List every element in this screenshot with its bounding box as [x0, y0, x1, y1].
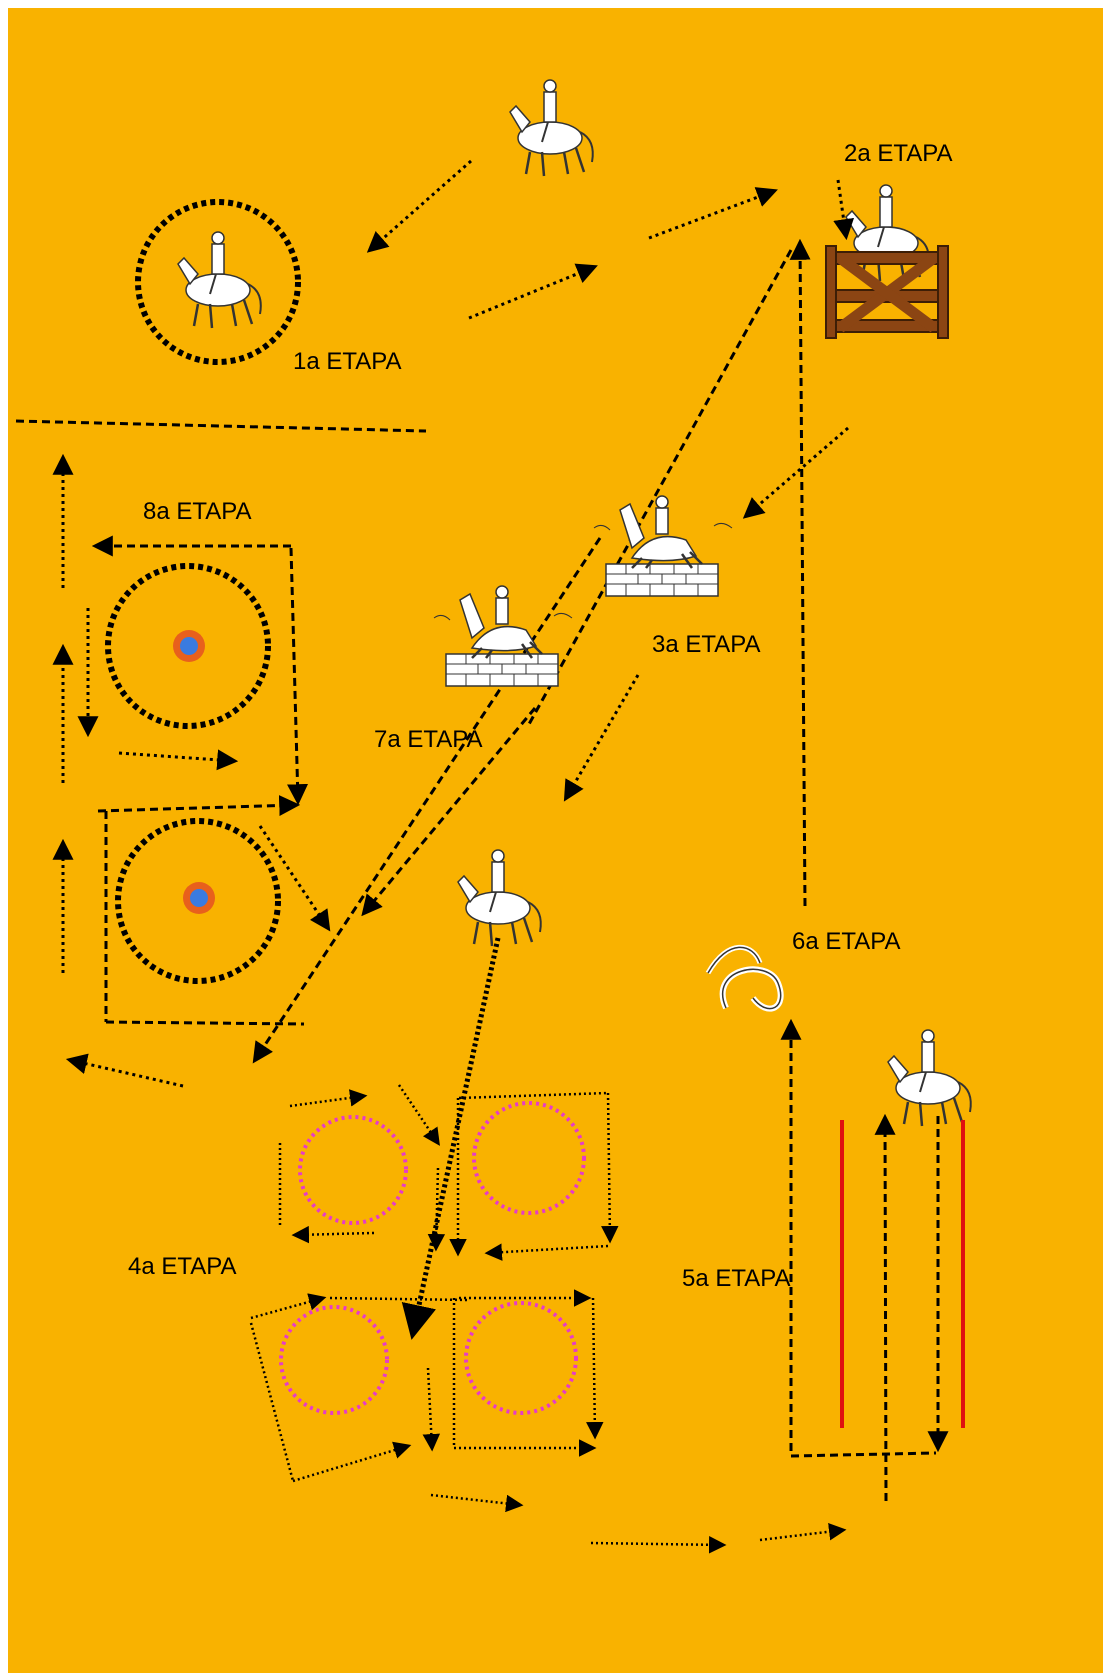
arrow: [838, 180, 846, 236]
stage6-lasso-icon: [708, 947, 781, 1008]
stage7-label: 7a ETAPA: [374, 726, 483, 754]
arrow: [469, 267, 594, 318]
course-diagram: 1a ETAPA 2a ETAPA 3a ETAPA 4a ETAPA 5a E…: [8, 8, 1103, 1673]
stage3-label: 3a ETAPA: [652, 631, 761, 659]
arrow: [566, 675, 638, 798]
stage6-label: 6a ETAPA: [792, 928, 901, 956]
arrow: [746, 428, 848, 516]
stage5-group: [791, 1023, 971, 1501]
stage3-jump-icon: [594, 496, 732, 596]
stage1-group: [138, 80, 774, 362]
arrow: [370, 161, 471, 250]
stage8-group: [63, 458, 328, 1086]
route-line: [800, 243, 805, 906]
divider-line: [16, 421, 426, 431]
stage4-rider-icon: [458, 850, 541, 946]
stage2-gate-icon: [826, 185, 948, 338]
stage1-rider-icon: [178, 232, 261, 328]
stage8-label: 8a ETAPA: [143, 498, 252, 526]
course-paths: [8, 8, 1103, 1673]
stage1-top-rider-icon: [510, 80, 593, 176]
route-line: [255, 538, 600, 1060]
stage7-jump-icon: [434, 586, 572, 686]
stage5-rider-icon: [888, 1030, 971, 1126]
arrow: [649, 191, 774, 238]
stage5-label: 5a ETAPA: [682, 1265, 791, 1293]
stage2-label: 2a ETAPA: [844, 140, 953, 168]
stage4-label: 4a ETAPA: [128, 1253, 237, 1281]
stage1-label: 1a ETAPA: [293, 348, 402, 376]
